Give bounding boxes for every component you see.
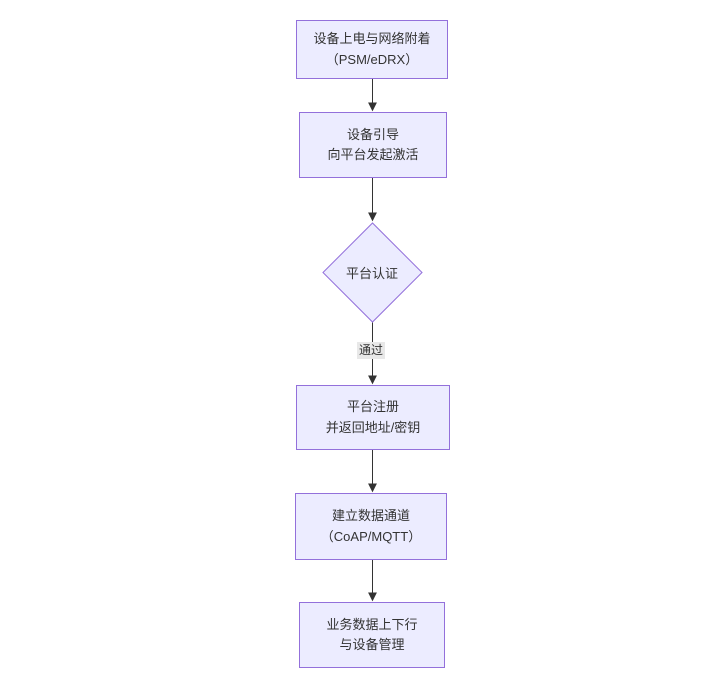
node-data-channel: 建立数据通道 （CoAP/MQTT） bbox=[295, 493, 447, 560]
node-business-data-label: 业务数据上下行 与设备管理 bbox=[326, 616, 418, 652]
edge-label-pass: 通过 bbox=[356, 342, 386, 359]
node-platform-auth-label: 平台认证 bbox=[345, 265, 398, 281]
node-platform-register-label: 平台注册 并返回地址/密钥 bbox=[325, 399, 421, 435]
node-power-attach-label: 设备上电与网络附着 （PSM/eDRX） bbox=[313, 31, 431, 67]
node-bootstrap: 设备引导 向平台发起激活 bbox=[299, 112, 447, 178]
node-data-channel-label: 建立数据通道 （CoAP/MQTT） bbox=[320, 508, 422, 544]
node-power-attach: 设备上电与网络附着 （PSM/eDRX） bbox=[296, 20, 448, 79]
node-platform-auth: 平台认证 bbox=[321, 221, 423, 323]
node-platform-register: 平台注册 并返回地址/密钥 bbox=[296, 385, 450, 450]
node-bootstrap-label: 设备引导 向平台发起激活 bbox=[327, 126, 419, 162]
node-business-data: 业务数据上下行 与设备管理 bbox=[299, 602, 445, 668]
